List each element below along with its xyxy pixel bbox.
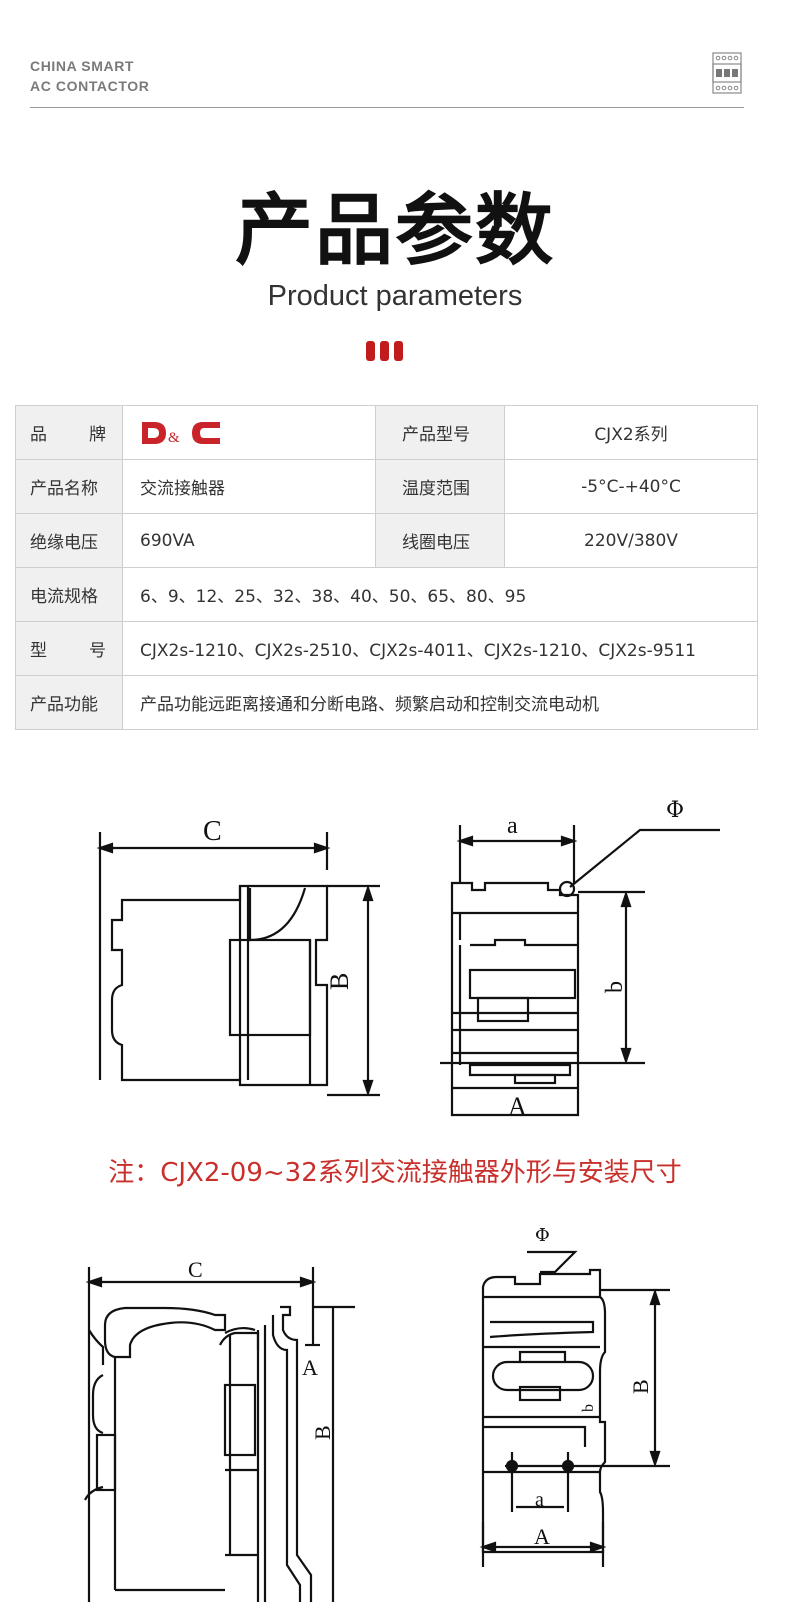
value-product-name: 交流接触器: [122, 459, 376, 514]
value-current: 6、9、12、25、32、38、40、50、65、80、95: [122, 567, 758, 622]
dc-logo: &: [142, 421, 220, 446]
dim-label-b: B: [325, 973, 354, 990]
diagram2-side-view: C A B: [84, 1257, 355, 1602]
deco-bar: [380, 341, 389, 361]
dim-label-b-small: b: [602, 981, 628, 993]
label-temperature: 温度范围: [375, 459, 505, 514]
label-model-series: 产品型号: [375, 405, 505, 460]
value-model: CJX2s-1210、CJX2s-2510、CJX2s-4011、CJX2s-1…: [122, 621, 758, 676]
tagline-line-1: CHINA SMART: [30, 58, 135, 74]
brand-tagline: CHINA SMART AC CONTACTOR: [30, 56, 149, 96]
dim2-label-a-small: a: [535, 1489, 544, 1511]
label-function: 产品功能: [15, 675, 123, 730]
value-brand: &: [122, 405, 376, 460]
value-coil-voltage: 220V/380V: [504, 513, 758, 568]
logo-ampersand: &: [168, 430, 180, 446]
tagline-line-2: AC CONTACTOR: [30, 78, 150, 94]
deco-bar: [394, 341, 403, 361]
title-decoration: [366, 341, 403, 361]
table-row: 产品功能 产品功能远距离接通和分断电路、频繁启动和控制交流电动机: [15, 675, 758, 730]
value-model-series: CJX2系列: [504, 405, 758, 460]
dim-label-a-big: A: [508, 1092, 527, 1121]
dim-label-a-small: a: [507, 813, 518, 839]
value-function: 产品功能远距离接通和分断电路、频繁启动和控制交流电动机: [122, 675, 758, 730]
label-insulation: 绝缘电压: [15, 513, 123, 568]
table-row: 型号 CJX2s-1210、CJX2s-2510、CJX2s-4011、CJX2…: [15, 621, 758, 676]
table-row: 电流规格 6、9、12、25、32、38、40、50、65、80、95: [15, 567, 758, 622]
label-product-name: 产品名称: [15, 459, 123, 514]
section-title: 产品参数: [234, 186, 555, 276]
table-row: 产品名称 交流接触器 温度范围 -5°C-+40°C: [15, 459, 758, 514]
dimension-note: 注：CJX2-09~32系列交流接触器外形与安装尺寸: [108, 1158, 682, 1188]
dim-label-c: C: [203, 816, 222, 847]
contactor-icon: [712, 52, 742, 94]
diagram1-side-view: C B: [96, 816, 380, 1097]
table-row: 绝缘电压 690VA 线圈电压 220V/380V: [15, 513, 758, 568]
dim2-label-phi: Φ: [535, 1225, 550, 1246]
diagram1-front-view: a Φ b A: [440, 798, 720, 1121]
dim2-label-b-small: b: [580, 1404, 597, 1412]
label-current: 电流规格: [15, 567, 123, 622]
deco-bar: [366, 341, 375, 361]
value-temperature: -5°C-+40°C: [504, 459, 758, 514]
label-brand: 品牌: [15, 405, 123, 460]
dim2-label-a: A: [302, 1355, 318, 1380]
dim2-label-b-big: B: [628, 1379, 653, 1394]
header-divider: [30, 107, 744, 108]
label-coil-voltage: 线圈电压: [375, 513, 505, 568]
dim2-label-b: B: [310, 1425, 335, 1440]
dim2-label-c: C: [188, 1257, 203, 1282]
dim-label-phi: Φ: [666, 798, 684, 823]
label-model: 型号: [15, 621, 123, 676]
value-insulation: 690VA: [122, 513, 376, 568]
diagram2-front-view: Φ B b a A: [479, 1225, 670, 1567]
section-subtitle: Product parameters: [267, 280, 523, 312]
parameter-table: 品牌 & 产品型号 CJX2系列 产品名称 交流接触器 温度范围 -5°C-+4…: [15, 405, 758, 730]
dim2-label-a-big: A: [534, 1524, 550, 1549]
table-row: 品牌 & 产品型号 CJX2系列: [15, 405, 758, 460]
